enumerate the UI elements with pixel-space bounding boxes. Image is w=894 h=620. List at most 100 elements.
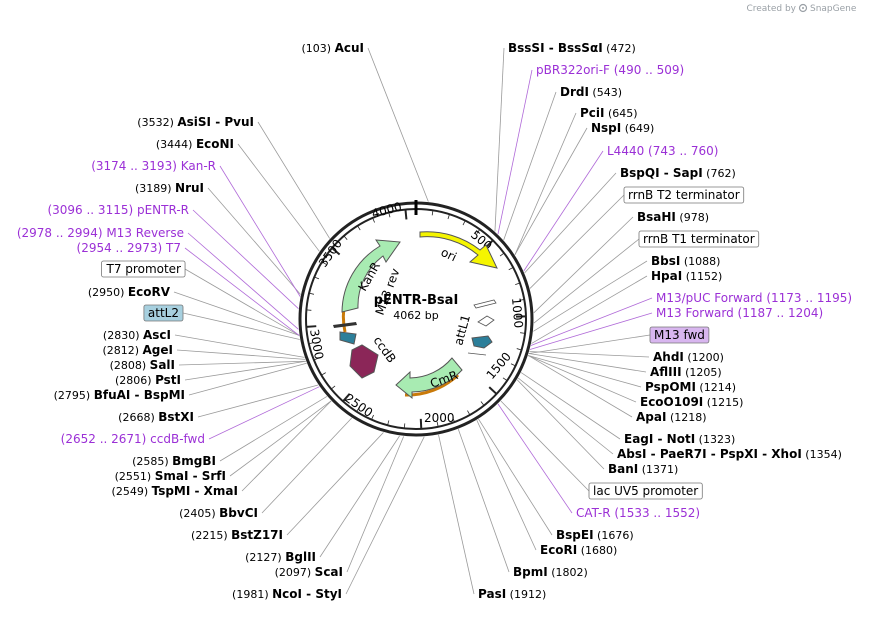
site-label-text: BpmI (1802) (513, 565, 588, 579)
site-label: BspEI (1676) (556, 528, 634, 542)
tick-mark (321, 373, 325, 376)
tick-label-4000: 4000 (370, 199, 403, 220)
leader-line (208, 188, 301, 294)
site-label: (2812) AgeI (102, 343, 173, 357)
site-label: AbsI - PaeR7I - PspXI - XhoI (1354) (617, 447, 842, 461)
tick-label-3000: 3000 (307, 328, 326, 361)
leader-line (258, 122, 330, 239)
site-label-text: pBR322ori-F (490 .. 509) (536, 63, 684, 77)
leader-line (242, 401, 331, 491)
tick-mark (331, 386, 335, 389)
site-label: BssSI - BssSαI (472) (508, 41, 636, 55)
site-label-text: (2808) SalI (110, 358, 175, 372)
site-label-text: (2127) BglII (245, 550, 316, 564)
site-label-text: (3444) EcoNI (156, 137, 234, 151)
site-label-text: AflIII (1205) (650, 365, 722, 379)
leader-line (189, 363, 307, 395)
site-label-text: PciI (645) (580, 106, 638, 120)
snapgene-logo-icon (800, 5, 807, 12)
leader-line (530, 195, 624, 288)
site-label: (2215) BstZ17I (191, 528, 283, 542)
leader-line (209, 387, 319, 439)
site-label: (2978 .. 2994) M13 Reverse (17, 226, 184, 240)
site-label: EcoRI (1680) (540, 543, 617, 557)
site-label: BpmI (1802) (513, 565, 588, 579)
site-label-text: BspEI (1676) (556, 528, 634, 542)
feature-label-ori: ori (439, 245, 459, 264)
site-label: HpaI (1152) (651, 269, 722, 283)
site-label-text: (2097) ScaI (275, 565, 343, 579)
site-label-text: L4440 (743 .. 760) (607, 144, 718, 158)
tick-mark (306, 326, 316, 327)
site-label: AhdI (1200) (653, 350, 724, 364)
leader-line (458, 429, 509, 572)
site-label: (3096 .. 3115) pENTR-R (47, 203, 189, 217)
site-label-text: AhdI (1200) (653, 350, 724, 364)
site-label-text: (2585) BmgBI (132, 454, 216, 468)
tick-mark (500, 253, 504, 256)
tick-mark (481, 402, 484, 406)
leader-line (238, 144, 319, 251)
site-label-text: lac UV5 promoter (593, 484, 698, 498)
leader-line (220, 396, 327, 461)
site-label: (2954 .. 2973) T7 (77, 241, 181, 255)
tick-label-1000: 1000 (509, 297, 526, 329)
credit-text: Created by (746, 4, 796, 14)
tick-mark (314, 277, 319, 279)
lac-uv5-marker (468, 353, 486, 355)
site-label-text: (2954 .. 2973) T7 (77, 241, 181, 255)
tick-mark (405, 210, 406, 220)
site-label: PspOMI (1214) (645, 380, 736, 394)
leader-line (498, 70, 532, 234)
leader-line (534, 239, 639, 323)
leader-line (368, 48, 428, 202)
leader-line (528, 355, 632, 417)
site-label-text: AbsI - PaeR7I - PspXI - XhoI (1354) (617, 447, 842, 461)
site-label: CAT-R (1533 .. 1552) (576, 506, 700, 520)
site-label: (2652 .. 2671) ccdB-fwd (61, 432, 205, 446)
leader-line (518, 378, 613, 454)
site-label: M13 Forward (1187 .. 1204) (656, 306, 823, 320)
leader-line (528, 355, 641, 387)
leader-line (185, 269, 299, 335)
leader-line (193, 210, 298, 309)
site-label: (2127) BglII (245, 550, 316, 564)
leader-line (175, 335, 304, 357)
tick-mark (404, 423, 405, 428)
tick-mark (358, 226, 361, 230)
rrnb-t2-marker (474, 300, 496, 308)
site-label-text: (2978 .. 2994) M13 Reverse (17, 226, 184, 240)
site-label-text: (2405) BbvCI (179, 506, 258, 520)
leader-line (498, 404, 572, 513)
leader-line (525, 173, 616, 273)
site-label-text: M13 fwd (654, 328, 705, 342)
rrnb-t1-marker (478, 316, 494, 326)
site-label: lac UV5 promoter (589, 483, 702, 499)
site-label: DrdI (543) (560, 85, 622, 99)
leader-line (531, 276, 647, 344)
site-label: attL2 (144, 305, 183, 321)
site-label-text: (2950) EcoRV (88, 285, 171, 299)
site-label: L4440 (743 .. 760) (607, 144, 718, 158)
site-label: M13/pUC Forward (1173 .. 1195) (656, 291, 852, 305)
leader-line (515, 113, 576, 255)
site-label: BbsI (1088) (651, 254, 720, 268)
tick-mark (509, 267, 513, 269)
site-label: rrnB T2 terminator (624, 187, 744, 203)
site-label: (2097) ScaI (275, 565, 343, 579)
site-label: pBR322ori-F (490 .. 509) (536, 63, 684, 77)
tick-mark (467, 411, 469, 415)
site-label: (1981) NcoI - StyI (232, 587, 342, 601)
site-label: (2585) BmgBI (132, 454, 216, 468)
plasmid-size: 4062 bp (393, 309, 438, 322)
site-label: BsaHI (978) (637, 210, 709, 224)
leader-line (262, 418, 352, 513)
plasmid-name: pENTR-BsaI (374, 293, 459, 308)
site-label: NspI (649) (591, 121, 654, 135)
site-label-text: (2549) TspMI - XmaI (112, 484, 238, 498)
site-label: rrnB T1 terminator (639, 231, 759, 247)
site-label-text: PasI (1912) (478, 587, 546, 601)
site-label-text: rrnB T2 terminator (628, 188, 740, 202)
site-label: M13 fwd (650, 327, 709, 343)
